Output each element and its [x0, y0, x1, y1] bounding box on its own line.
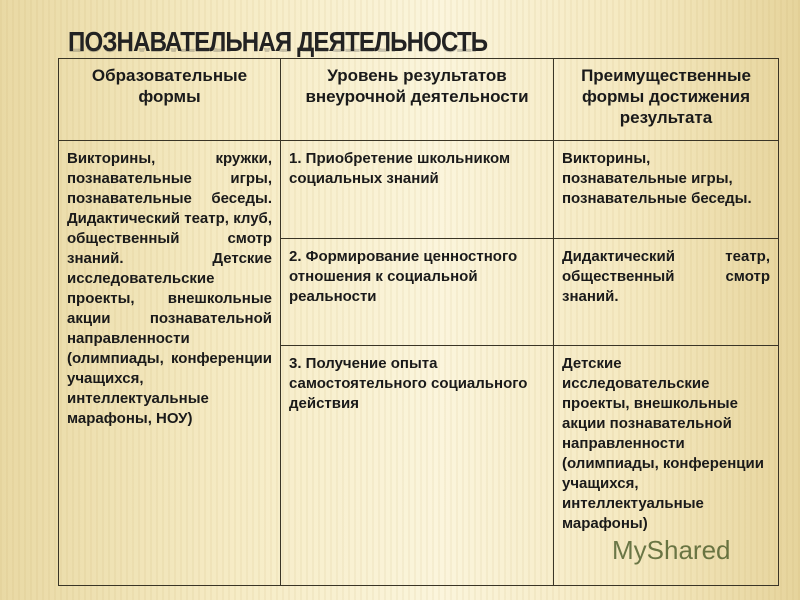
title-reflection: ПОЗНАВАТЕЛЬНАЯ ДЕЯТЕЛЬНОСТЬ [68, 48, 487, 58]
result-cell-3: Детские исследовательские проекты, внешк… [553, 345, 779, 586]
header-result: Преимущественные формы достижения резуль… [553, 58, 779, 141]
header-forms: Образовательные формы [58, 58, 281, 141]
forms-cell: Викторины, кружки, познавательные игры, … [58, 140, 281, 586]
result-cell-2: Дидактический театр, общественный смотр … [553, 238, 779, 346]
slide-title: ПОЗНАВАТЕЛЬНАЯ ДЕЯТЕЛЬНОСТЬ [68, 26, 488, 57]
level-cell-1: 1. Приобретение школьником социальных зн… [280, 140, 554, 239]
level-cell-2: 2. Формирование ценностного отношения к … [280, 238, 554, 346]
header-level: Уровень результатов внеурочной деятельно… [280, 58, 554, 141]
watermark: MyShared [612, 535, 731, 565]
level-cell-3: 3. Получение опыта самостоятельного соци… [280, 345, 554, 586]
result-cell-1: Викторины, познавательные игры, познават… [553, 140, 779, 239]
